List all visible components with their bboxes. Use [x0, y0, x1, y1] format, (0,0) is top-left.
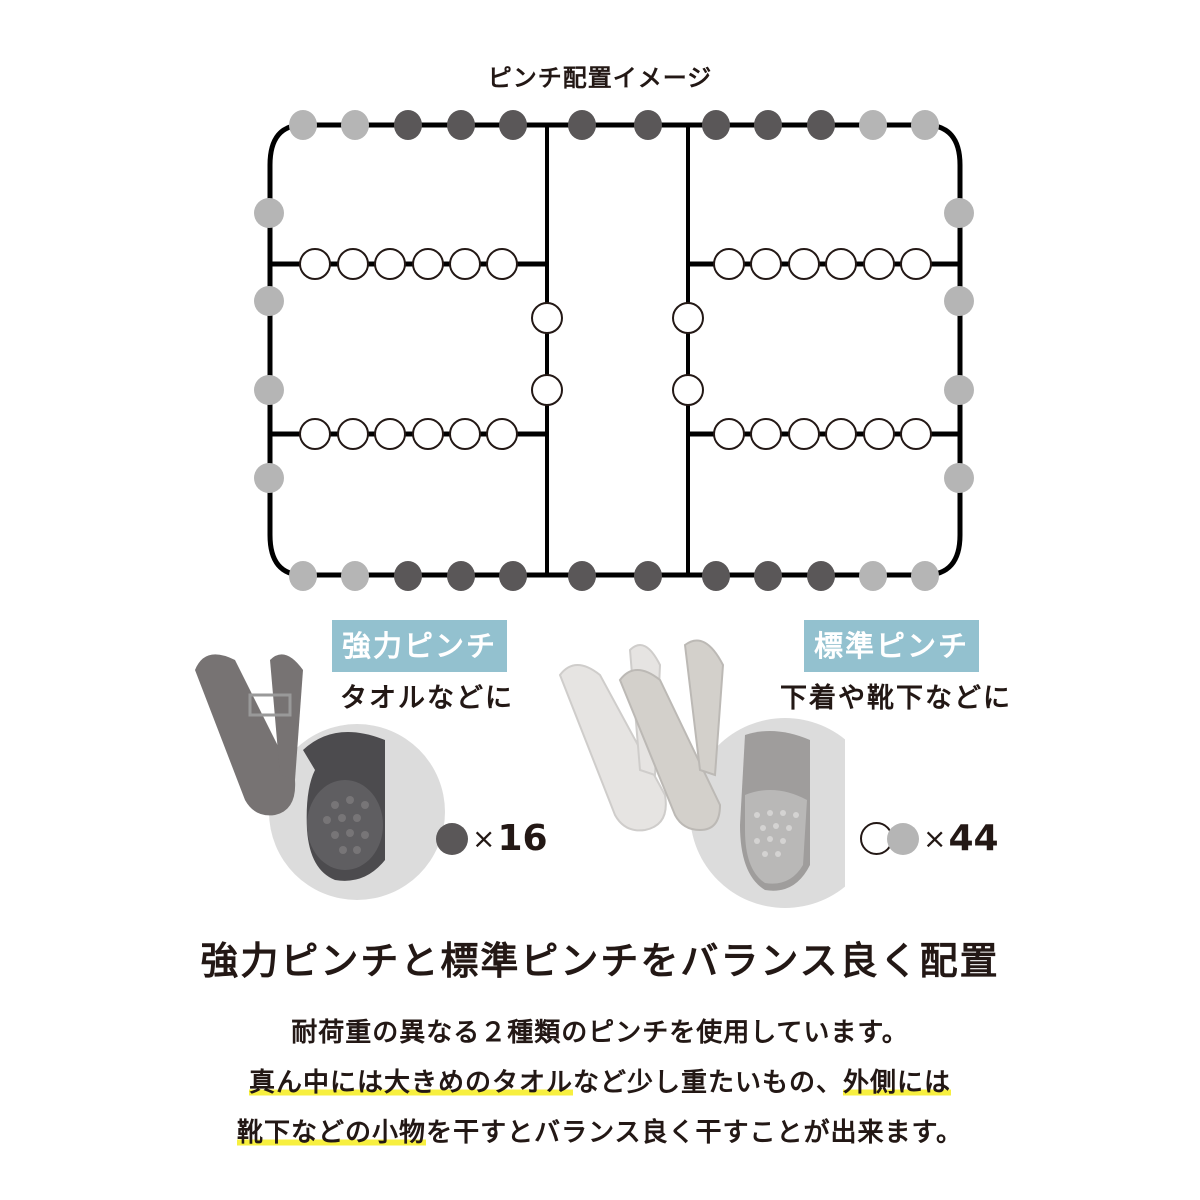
pinch-layout-diagram — [254, 110, 974, 591]
strong-pinch-count-value: 16 — [497, 818, 548, 859]
white-dot-icon — [860, 822, 893, 855]
inner-white-pins — [299, 248, 932, 450]
highlight-center: 真ん中には大きめのタオル — [248, 1068, 573, 1098]
strong-pinch-count: × 16 — [436, 818, 548, 859]
highlight-outside: 外側には — [843, 1068, 952, 1098]
top-row-pins — [289, 110, 939, 140]
standard-pinch-label: 標準ピンチ — [804, 620, 980, 672]
body-line-2: 真ん中には大きめのタオルなど少し重たいもの、外側には — [0, 1062, 1200, 1099]
diagram-title: ピンチ配置イメージ — [487, 64, 713, 92]
body-line-2-mid: など少し重たいもの、 — [572, 1068, 843, 1098]
dark-dot-icon — [436, 822, 468, 855]
body-line-3: 靴下などの小物を干すとバランス良く干すことが出来ます。 — [0, 1112, 1200, 1149]
body-line-1-text: 耐荷重の異なる２種類のピンチを使用しています。 — [291, 1018, 909, 1048]
body-line-1: 耐荷重の異なる２種類のピンチを使用しています。 — [0, 1012, 1200, 1049]
body-line-3-rest: を干すとバランス良く干すことが出来ます。 — [426, 1118, 963, 1148]
strong-pinch-usage: タオルなどに — [340, 683, 514, 714]
gray-dot-icon — [887, 822, 919, 855]
strong-pinch-label: 強力ピンチ — [332, 620, 508, 672]
times-symbol: × — [923, 822, 947, 855]
side-pins — [254, 198, 974, 493]
highlight-small-items: 靴下などの小物 — [237, 1118, 427, 1148]
bottom-row-pins — [289, 561, 939, 591]
times-symbol: × — [472, 822, 496, 855]
headline: 強力ピンチと標準ピンチをバランス良く配置 — [200, 939, 1000, 983]
hanger-frame — [267, 122, 963, 578]
standard-pinch-photo — [558, 639, 845, 908]
standard-pinch-count-value: 44 — [948, 818, 999, 859]
standard-pinch-usage: 下着や靴下などに — [780, 683, 1012, 714]
standard-pinch-count: × 44 — [860, 818, 999, 859]
strong-pinch-photo — [195, 654, 445, 900]
